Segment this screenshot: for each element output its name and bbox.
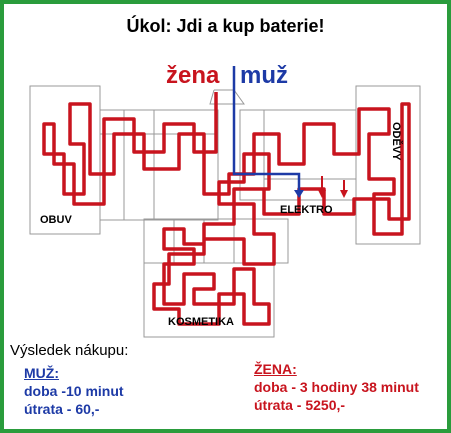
zena-cost: útrata - 5250,-: [254, 397, 346, 413]
title: Úkol: Jdi a kup baterie!: [126, 16, 325, 36]
zena-arrow-2: [340, 190, 348, 198]
muz-time: doba -10 minut: [24, 383, 124, 399]
mall-map: OBUV ELEKTRO KOSMETIKA ODĚVY: [29, 66, 421, 338]
zena-results: ŽENA: doba - 3 hodiny 38 minut útrata - …: [254, 360, 419, 414]
zena-path: [42, 92, 411, 326]
zena-results-label: ŽENA:: [254, 361, 297, 377]
muz-path: [232, 66, 301, 190]
zena-time: doba - 3 hodiny 38 minut: [254, 379, 419, 395]
zena-label: žena: [166, 62, 220, 89]
store-odevy: ODĚVY: [390, 122, 403, 161]
muz-results-label: MUŽ:: [24, 365, 59, 381]
store-elektro: ELEKTRO: [280, 204, 333, 216]
store-kosmetika: KOSMETIKA: [168, 316, 234, 328]
muz-arrow: [294, 190, 304, 198]
zena-arrow: [318, 190, 326, 198]
store-obuv: OBUV: [40, 214, 72, 226]
muz-label: muž: [240, 62, 288, 89]
muz-cost: útrata - 60,-: [24, 401, 100, 417]
results-heading: Výsledek nákupu:: [10, 342, 129, 359]
muz-results: MUŽ: doba -10 minut útrata - 60,-: [24, 364, 124, 418]
